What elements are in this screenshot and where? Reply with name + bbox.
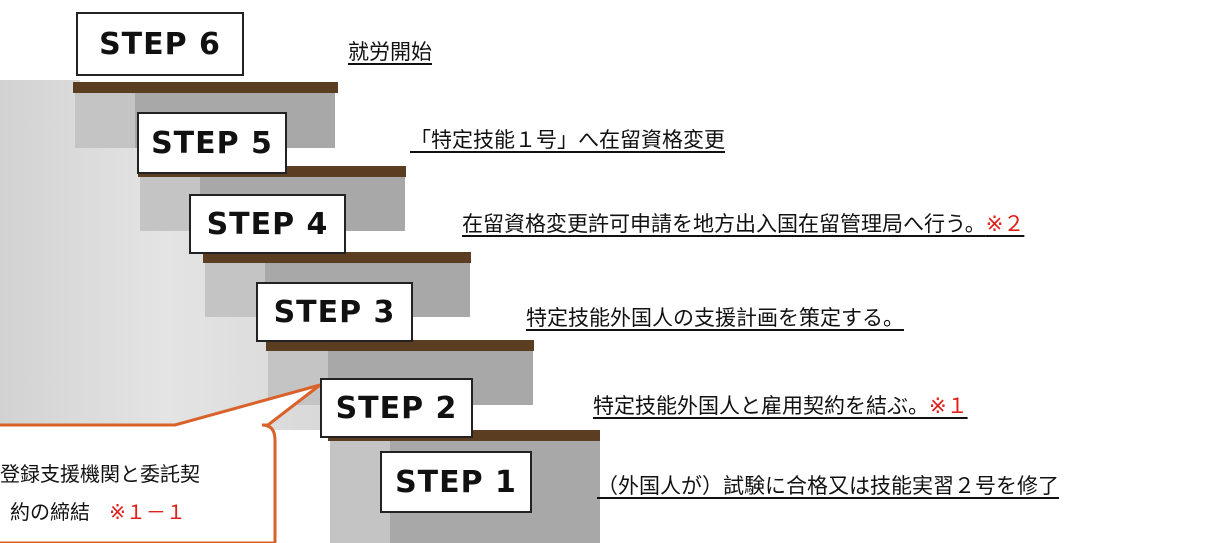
- step-4-description: 在留資格変更許可申請を地方出入国在留管理局へ行う。※２: [462, 212, 1025, 236]
- step-1-label: STEP 1: [395, 464, 517, 500]
- step-1-box: STEP 1: [380, 451, 532, 513]
- step-3-description: 特定技能外国人の支援計画を策定する。: [526, 306, 904, 330]
- step-4-label: STEP 4: [206, 206, 329, 242]
- step-3-box: STEP 3: [256, 282, 413, 342]
- tread-3: [266, 340, 534, 351]
- tread-4: [203, 252, 471, 263]
- step-2-label: STEP 2: [335, 390, 458, 426]
- step-4-box: STEP 4: [189, 194, 346, 254]
- tread-6: [73, 82, 338, 93]
- step-5-label: STEP 5: [151, 125, 273, 161]
- step-5-box: STEP 5: [137, 112, 287, 174]
- step-5-description: 「特定技能１号」へ在留資格変更: [410, 128, 725, 152]
- callout-line-2: 約の締結 ※１－１: [10, 500, 186, 524]
- step-1-description: （外国人が）試験に合格又は技能実習２号を修了: [597, 474, 1059, 498]
- step-2-box: STEP 2: [320, 378, 473, 438]
- callout-note: ※１－１: [109, 500, 186, 524]
- step-3-label: STEP 3: [273, 294, 396, 330]
- callout-text: 登録支援機関と委託契 約の締結 ※１－１: [0, 455, 200, 531]
- riser-face-4: [205, 262, 265, 317]
- step-6-description: 就労開始: [348, 40, 432, 64]
- step-6-box: STEP 6: [76, 12, 244, 76]
- callout-bubble: [0, 383, 321, 543]
- riser-face-6: [75, 93, 135, 148]
- stair-wall: [0, 80, 330, 430]
- callout-line-1: 登録支援機関と委託契: [0, 462, 200, 486]
- step-2-description: 特定技能外国人と雇用契約を結ぶ。※１: [593, 394, 968, 418]
- step-6-label: STEP 6: [99, 26, 221, 62]
